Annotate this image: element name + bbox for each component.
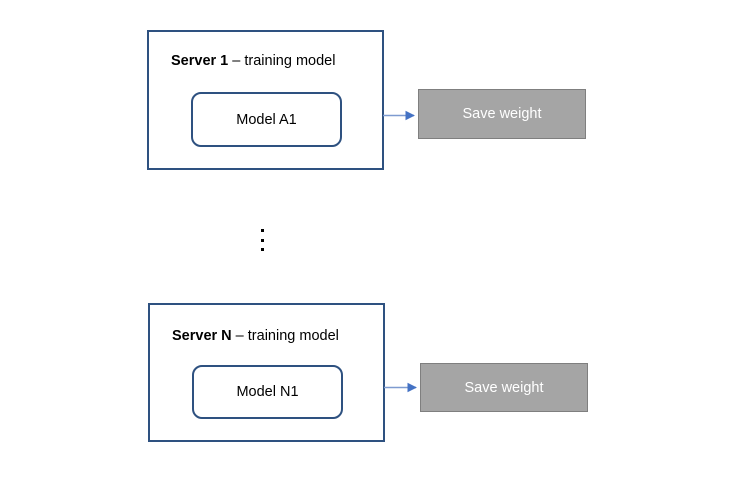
server-title-n: Server N – training model [172, 329, 339, 344]
save-weight-box-n[interactable]: Save weight [420, 363, 588, 412]
model-box-n1[interactable]: Model N1 [192, 365, 343, 419]
ellipsis-dot [261, 238, 264, 242]
save-weight-label-1: Save weight [462, 106, 542, 122]
server-title-n-rest: – training model [231, 328, 339, 344]
arrow-servern-to-save [384, 382, 417, 393]
model-box-a1-label: Model A1 [236, 111, 297, 128]
save-weight-label-n: Save weight [464, 379, 544, 396]
server-title-n-strong: Server N [172, 328, 232, 344]
ellipsis-dot [261, 229, 264, 232]
save-weight-box-1[interactable]: Save weight [418, 89, 586, 139]
server-title-1: Server 1 – training model [171, 54, 335, 69]
arrow-server1-to-save [383, 110, 415, 121]
ellipsis-dot [261, 248, 264, 251]
model-box-n1-label: Model N1 [236, 384, 299, 400]
vertical-ellipsis-icon [261, 229, 264, 251]
server-title-1-strong: Server 1 [171, 53, 229, 69]
model-box-a1[interactable]: Model A1 [191, 92, 342, 147]
server-title-1-rest: – training model [228, 53, 336, 69]
